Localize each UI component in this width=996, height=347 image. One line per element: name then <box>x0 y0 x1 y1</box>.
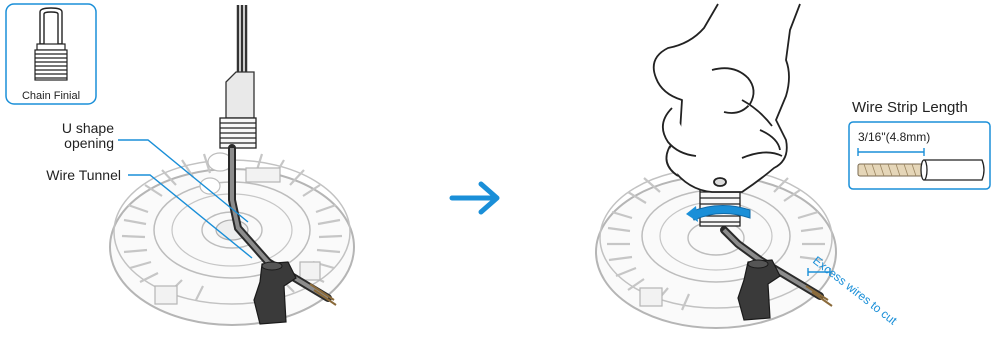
u-shape-label-line2: opening <box>64 135 114 151</box>
wire-strip-inset: Wire Strip Length 3/16"(4.8mm) <box>849 99 990 189</box>
wire-tunnel-label: Wire Tunnel <box>46 167 121 183</box>
hand-illustration <box>654 4 800 192</box>
u-shape-label-line1: U shape <box>62 120 114 136</box>
chain-finial-inset: Chain Finial <box>6 4 96 104</box>
excess-wires-label: Excess wires to cut <box>810 253 900 328</box>
excess-callout: Excess wires to cut <box>808 253 900 328</box>
chain-finial-label: Chain Finial <box>22 90 80 102</box>
wire-strip-measure: 3/16"(4.8mm) <box>858 130 930 144</box>
wire-strip-title: Wire Strip Length <box>852 99 968 116</box>
right-arrow-icon <box>452 184 497 212</box>
